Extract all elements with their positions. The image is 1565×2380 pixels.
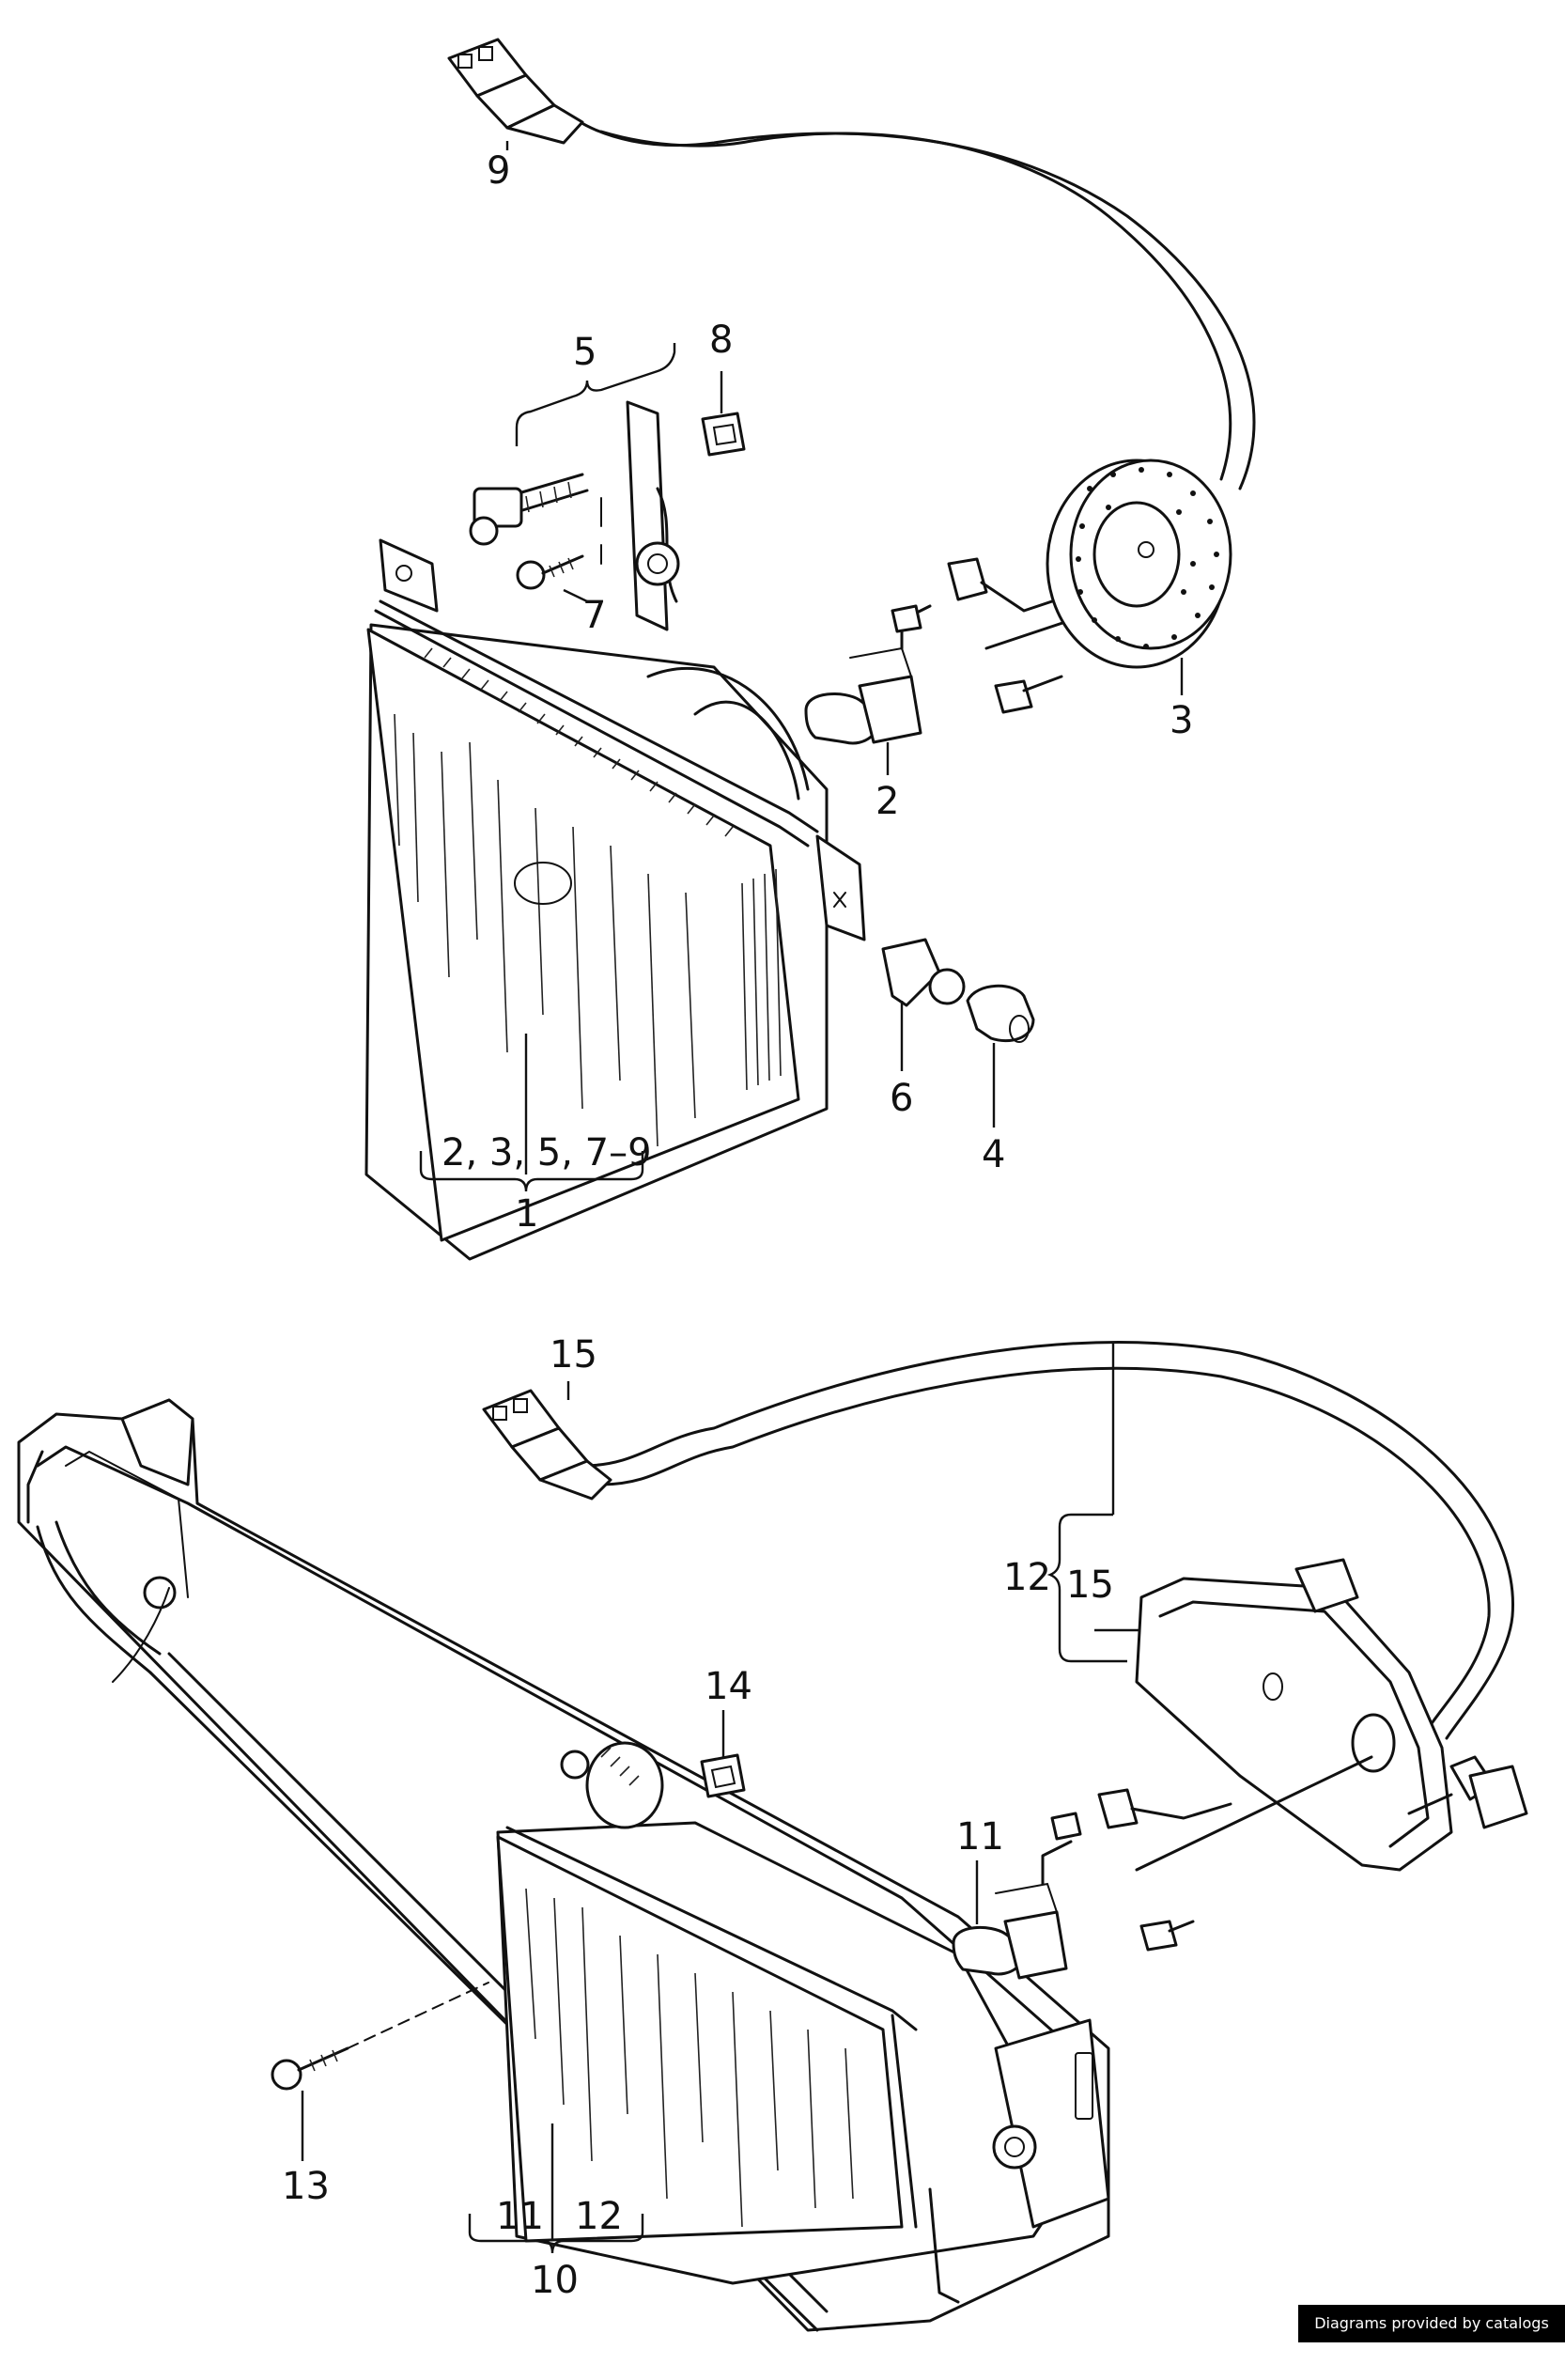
- connector-9: [447, 38, 584, 145]
- clip-14: [700, 1753, 746, 1798]
- callout-5: 5: [573, 331, 597, 374]
- foglight-assembly: [17, 1341, 1528, 2332]
- foglight-harness-cable: [581, 1341, 1514, 1740]
- headlight-housing: [364, 538, 866, 1261]
- callout-8: 8: [709, 319, 733, 362]
- clip-8: [701, 412, 746, 457]
- callout-4: 4: [982, 1133, 1005, 1176]
- lens-center-mark: [514, 862, 572, 905]
- clip-4: [966, 984, 1035, 1043]
- foglight-rear-housing: [1135, 1558, 1528, 1872]
- callout-10-b: 12: [575, 2195, 623, 2238]
- connector-15: [482, 1389, 612, 1501]
- credit-footer: Diagrams provided by catalogs parts: [1298, 2305, 1565, 2370]
- callout-10-a: 11: [496, 2195, 544, 2238]
- callout-6: 6: [890, 1077, 913, 1120]
- callout-13: 13: [282, 2165, 330, 2208]
- callout-14: 14: [705, 1665, 752, 1708]
- callout-2: 2: [875, 780, 899, 823]
- headlight-assembly: [364, 38, 1256, 1261]
- callout-1-group: 2, 3, 5, 7–9: [442, 1131, 652, 1174]
- callout-12-sub-15: 15: [1066, 1563, 1114, 1607]
- callout-9: 9: [487, 149, 510, 193]
- bulb-2: [804, 604, 932, 745]
- callout-labels: 9 5 8 7 2 3 6 4 2, 3, 5, 7–9 1 15 12 15 …: [282, 149, 1193, 2302]
- callout-15: 15: [550, 1333, 597, 1377]
- bulb-11: [952, 1840, 1073, 1980]
- screw-7: [516, 554, 584, 590]
- terminal-connectors-bottom: [1050, 1755, 1373, 1952]
- headlight-harness-cable: [562, 109, 1256, 490]
- callout-3: 3: [1170, 699, 1193, 742]
- callout-12: 12: [1003, 1556, 1051, 1599]
- callout-1: 1: [515, 1192, 538, 1236]
- foglight-lens-10: [496, 1821, 1110, 2304]
- callout-7: 7: [582, 594, 606, 637]
- terminal-connectors: [891, 557, 1129, 714]
- bulb-socket-6: [881, 938, 966, 1007]
- adjuster-knurl: [560, 1741, 664, 1829]
- screw-13: [271, 1982, 489, 2091]
- callout-10: 10: [531, 2259, 579, 2302]
- callout-11: 11: [956, 1815, 1004, 1859]
- adjuster-screw-5: [469, 473, 589, 546]
- rubber-cap-3: [1046, 459, 1232, 669]
- adjuster-bracket-5: [600, 400, 680, 631]
- leader-lines: [301, 141, 1184, 2254]
